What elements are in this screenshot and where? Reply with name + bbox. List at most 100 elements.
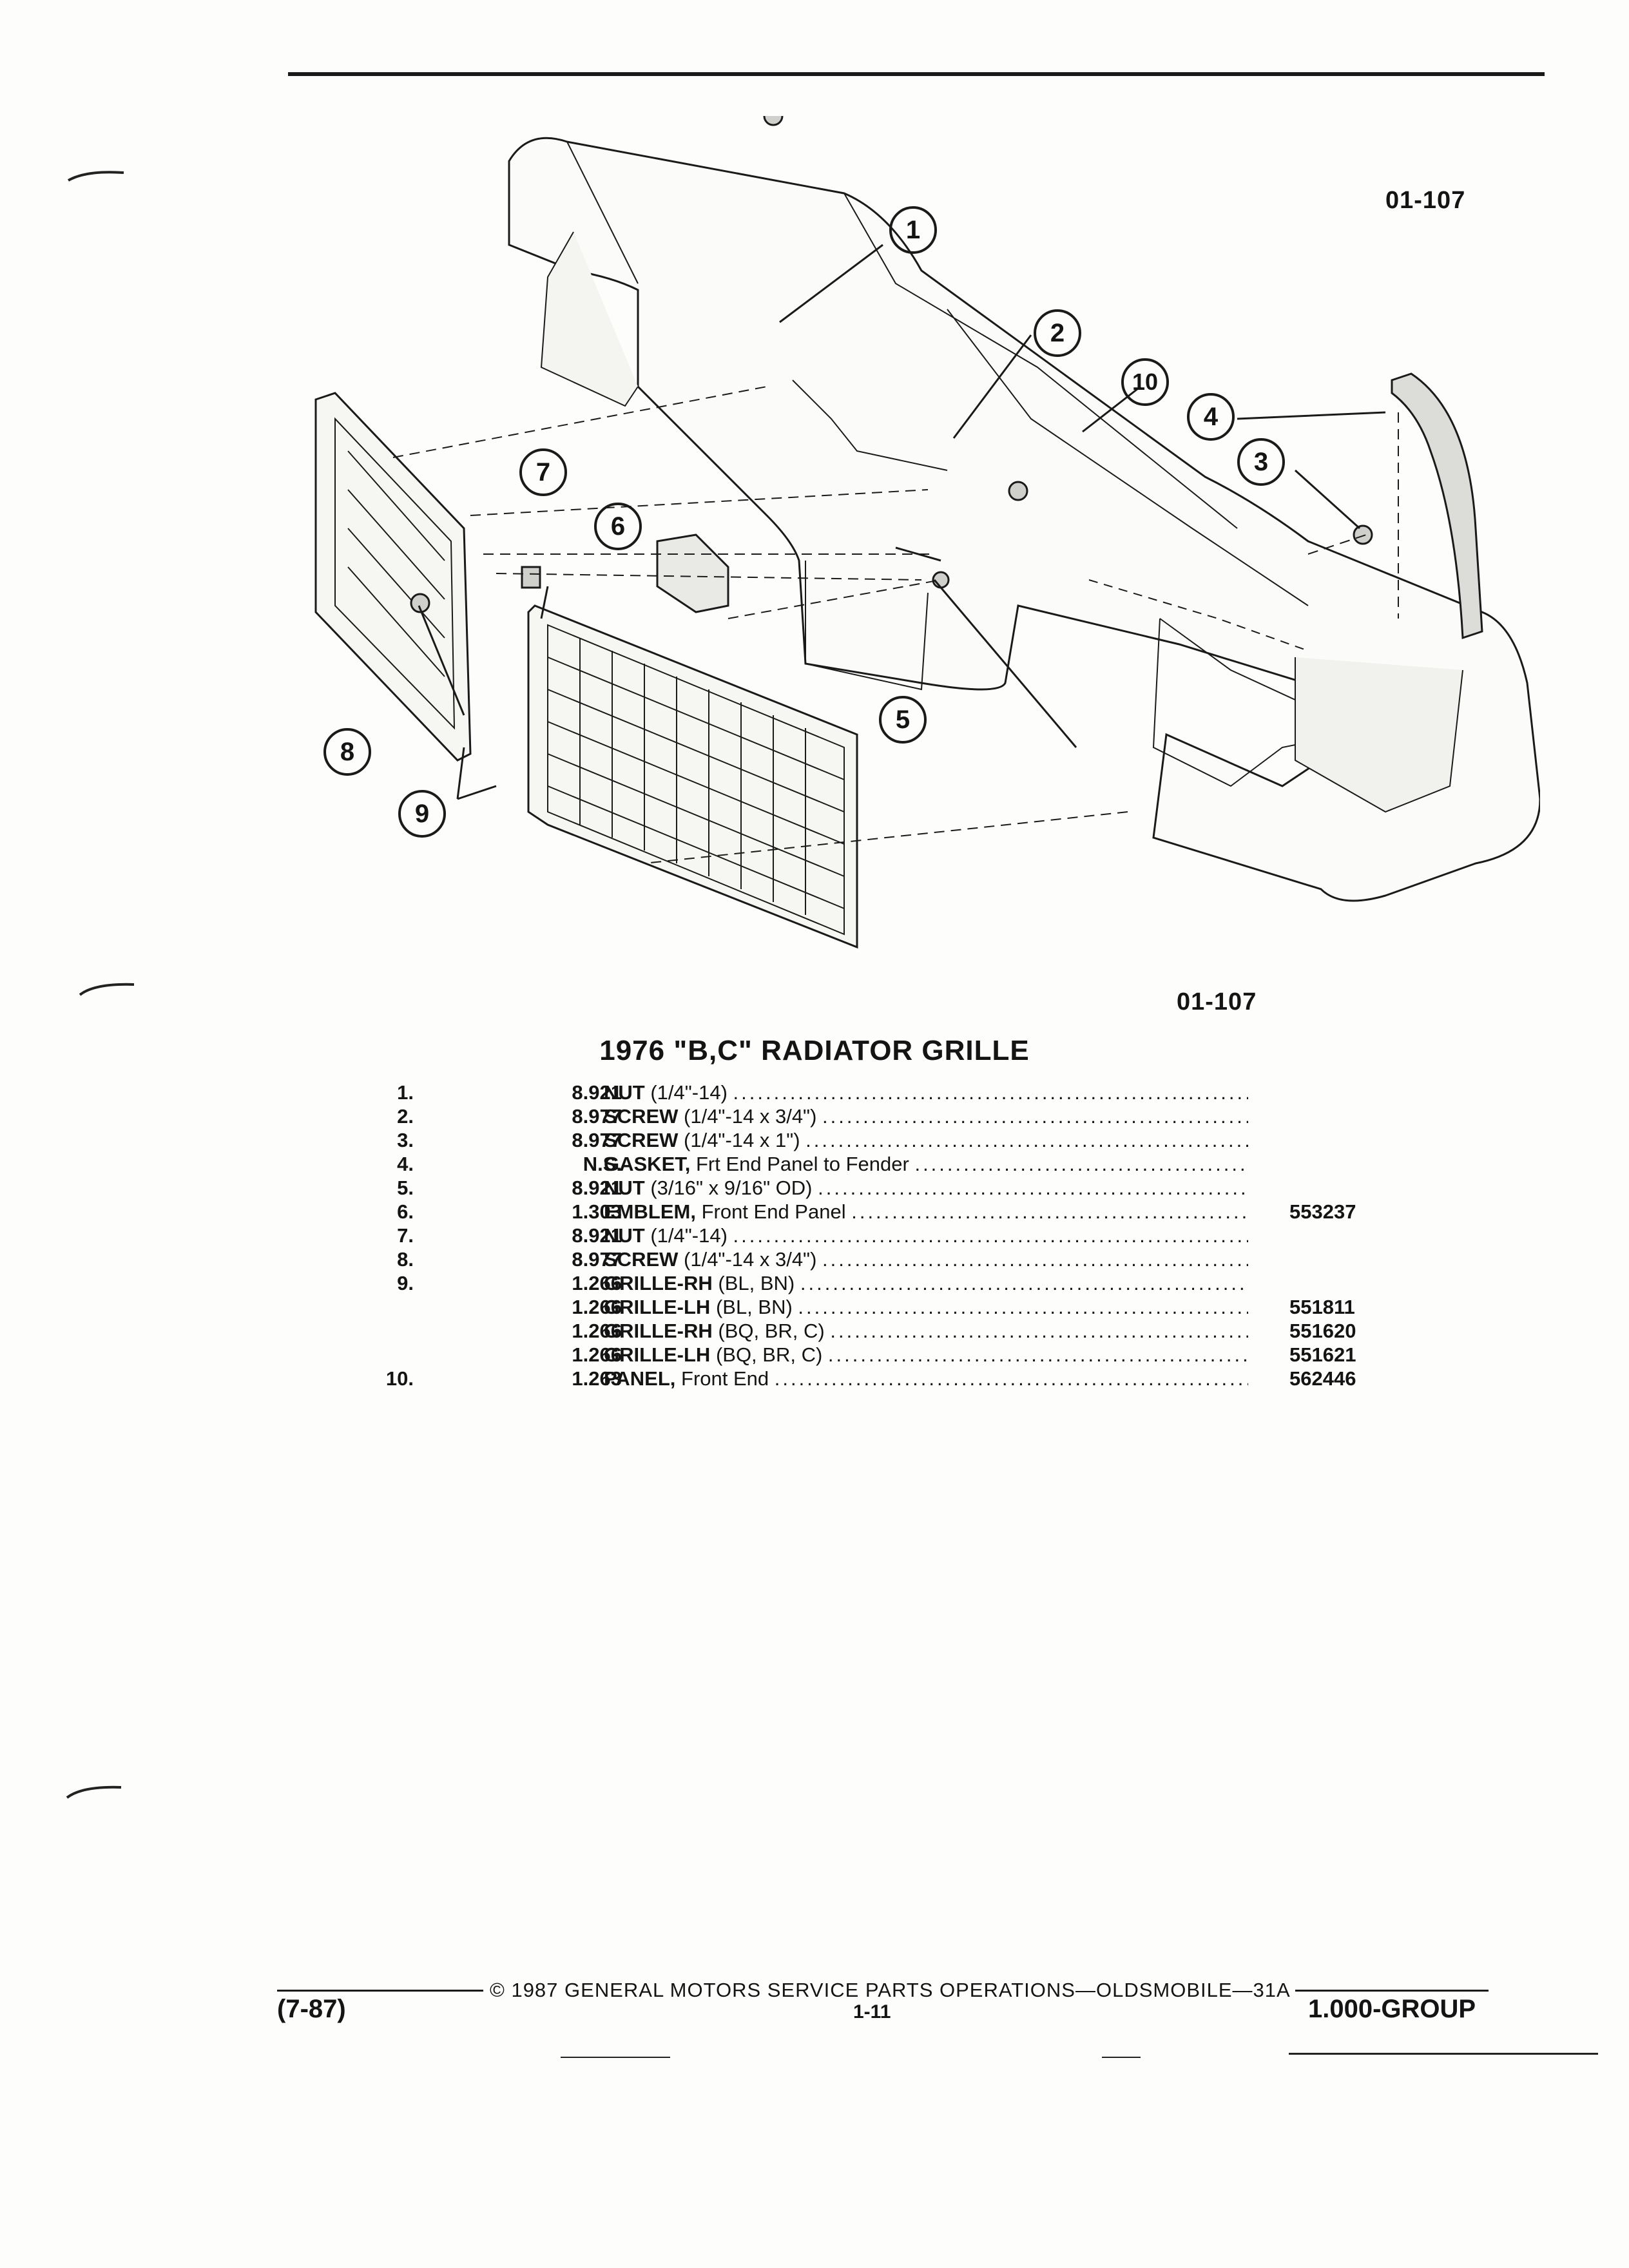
part-name: NUT bbox=[604, 1081, 645, 1104]
scan-line bbox=[1102, 2057, 1141, 2058]
part-name: GRILLE-LH bbox=[604, 1343, 711, 1366]
parts-list: 1. 8.921 NUT (1/4"-14) .................… bbox=[361, 1081, 1405, 1390]
parts-row: 1.266 GRILLE-LH (BQ, BR, C) ............… bbox=[361, 1343, 1405, 1367]
callout-6: 6 bbox=[594, 503, 642, 550]
part-detail: (1/4"-14 x 1") bbox=[684, 1129, 800, 1151]
part-detail: (BQ, BR, C) bbox=[718, 1320, 825, 1342]
part-number: 551621 bbox=[1289, 1343, 1356, 1366]
item-number: 7. bbox=[397, 1224, 414, 1247]
group-number: 8.921 bbox=[572, 1177, 622, 1199]
callout-8: 8 bbox=[323, 728, 371, 776]
part-number: 551620 bbox=[1289, 1320, 1356, 1342]
footer-group: 1.000-GROUP bbox=[1308, 1995, 1476, 2023]
part-detail: (1/4"-14) bbox=[650, 1224, 728, 1247]
item-number: 8. bbox=[397, 1248, 414, 1271]
footer-date-code: (7-87) bbox=[277, 1995, 346, 2023]
callout-2: 2 bbox=[1034, 309, 1081, 357]
parts-row: 8. 8.977 SCREW (1/4"-14 x 3/4") ........… bbox=[361, 1247, 1405, 1271]
item-number: 1. bbox=[397, 1081, 414, 1104]
part-description: GRILLE-LH (BQ, BR, C) ..................… bbox=[604, 1343, 1248, 1367]
scan-mark bbox=[66, 1783, 124, 1799]
figure-id-top: 01-107 bbox=[1385, 187, 1466, 214]
leader-dots: ........................................… bbox=[774, 1367, 1248, 1390]
part-number: 553237 bbox=[1289, 1200, 1356, 1223]
part-name: PANEL, bbox=[604, 1367, 676, 1390]
exploded-view-diagram bbox=[277, 106, 1541, 954]
leader-dots: ........................................… bbox=[798, 1296, 1248, 1318]
leader-dots: ........................................… bbox=[914, 1153, 1248, 1175]
part-name: GRILLE-LH bbox=[604, 1296, 711, 1318]
group-number: 1.266 bbox=[572, 1296, 622, 1318]
scan-line bbox=[561, 2057, 670, 2058]
group-number: 8.921 bbox=[572, 1081, 622, 1104]
part-name: GRILLE-RH bbox=[604, 1272, 713, 1294]
part-description: SCREW (1/4"-14 x 3/4") .................… bbox=[604, 1104, 1248, 1128]
callout-9: 9 bbox=[398, 790, 446, 838]
part-detail: (1/4"-14 x 3/4") bbox=[684, 1248, 817, 1271]
item-number: 3. bbox=[397, 1129, 414, 1151]
item-number: 10. bbox=[385, 1367, 414, 1390]
part-detail: (BL, BN) bbox=[718, 1272, 795, 1294]
parts-row: 7. 8.921 NUT (1/4"-14) .................… bbox=[361, 1224, 1405, 1247]
footer-copyright: © 1987 GENERAL MOTORS SERVICE PARTS OPER… bbox=[490, 1979, 1291, 2001]
part-description: GRILLE-RH (BL, BN) .....................… bbox=[604, 1271, 1248, 1295]
leader-dots: ........................................… bbox=[851, 1200, 1248, 1223]
leader-dots: ........................................… bbox=[827, 1343, 1248, 1366]
figure-id-bottom: 01-107 bbox=[1177, 988, 1257, 1015]
part-name: SCREW bbox=[604, 1248, 679, 1271]
part-detail: (1/4"-14 x 3/4") bbox=[684, 1105, 817, 1128]
footer-rule-left bbox=[277, 1990, 483, 1992]
scan-line bbox=[1289, 2053, 1598, 2055]
callout-5: 5 bbox=[879, 696, 927, 744]
part-description: SCREW (1/4"-14 x 1") ...................… bbox=[604, 1128, 1248, 1152]
part-description: NUT (3/16" x 9/16" OD) .................… bbox=[604, 1176, 1248, 1200]
item-number: 5. bbox=[397, 1177, 414, 1199]
part-name: SCREW bbox=[604, 1129, 679, 1151]
part-detail: Frt End Panel to Fender bbox=[695, 1153, 909, 1175]
footer-page-number: 1-11 bbox=[853, 2001, 891, 2023]
part-name: GASKET, bbox=[604, 1153, 691, 1175]
part-detail: (BQ, BR, C) bbox=[715, 1343, 823, 1366]
callout-4: 4 bbox=[1187, 393, 1235, 441]
callout-1: 1 bbox=[889, 206, 937, 254]
part-detail: (BL, BN) bbox=[715, 1296, 793, 1318]
group-number: 8.977 bbox=[572, 1248, 622, 1271]
parts-row: 1. 8.921 NUT (1/4"-14) .................… bbox=[361, 1081, 1405, 1104]
part-description: PANEL, Front End .......................… bbox=[604, 1367, 1248, 1390]
part-detail: Front End Panel bbox=[701, 1200, 846, 1223]
item-number: 2. bbox=[397, 1105, 414, 1128]
group-number: 1.263 bbox=[572, 1367, 622, 1390]
scan-mark bbox=[67, 169, 125, 182]
leader-dots: ........................................… bbox=[822, 1105, 1248, 1128]
part-number: 562446 bbox=[1289, 1367, 1356, 1390]
parts-row: 3. 8.977 SCREW (1/4"-14 x 1") ..........… bbox=[361, 1128, 1405, 1152]
callout-3: 3 bbox=[1237, 438, 1285, 486]
emblem bbox=[656, 533, 729, 613]
group-number: 8.977 bbox=[572, 1105, 622, 1128]
part-name: GRILLE-RH bbox=[604, 1320, 713, 1342]
part-description: GRILLE-RH (BQ, BR, C) ..................… bbox=[604, 1319, 1248, 1343]
item-number: 9. bbox=[397, 1272, 414, 1294]
leader-dots: ........................................… bbox=[733, 1224, 1248, 1247]
part-name: NUT bbox=[604, 1224, 645, 1247]
group-number: 8.977 bbox=[572, 1129, 622, 1151]
leader-dots: ........................................… bbox=[805, 1129, 1248, 1151]
grille-rh bbox=[527, 604, 858, 949]
leader-dots: ........................................… bbox=[818, 1177, 1248, 1199]
parts-row: 10. 1.263 PANEL, Front End .............… bbox=[361, 1367, 1405, 1390]
part-description: GASKET, Frt End Panel to Fender ........… bbox=[604, 1152, 1248, 1176]
grille-lh bbox=[314, 392, 472, 762]
leader-dots: ........................................… bbox=[800, 1272, 1248, 1294]
parts-row: 5. 8.921 NUT (3/16" x 9/16" OD) ........… bbox=[361, 1176, 1405, 1200]
group-number: 1.266 bbox=[572, 1320, 622, 1342]
top-rule bbox=[288, 72, 1545, 76]
callout-10: 10 bbox=[1121, 358, 1169, 406]
page-title: 1976 "B,C" RADIATOR GRILLE bbox=[599, 1035, 1030, 1066]
part-detail: Front End bbox=[681, 1367, 769, 1390]
part-description: EMBLEM, Front End Panel ................… bbox=[604, 1200, 1248, 1224]
parts-row: 6. 1.303 EMBLEM, Front End Panel .......… bbox=[361, 1200, 1405, 1224]
parts-row: 1.266 GRILLE-LH (BL, BN) ...............… bbox=[361, 1295, 1405, 1319]
part-name: SCREW bbox=[604, 1105, 679, 1128]
part-detail: (1/4"-14) bbox=[650, 1081, 728, 1104]
part-description: GRILLE-LH (BL, BN) .....................… bbox=[604, 1295, 1248, 1319]
